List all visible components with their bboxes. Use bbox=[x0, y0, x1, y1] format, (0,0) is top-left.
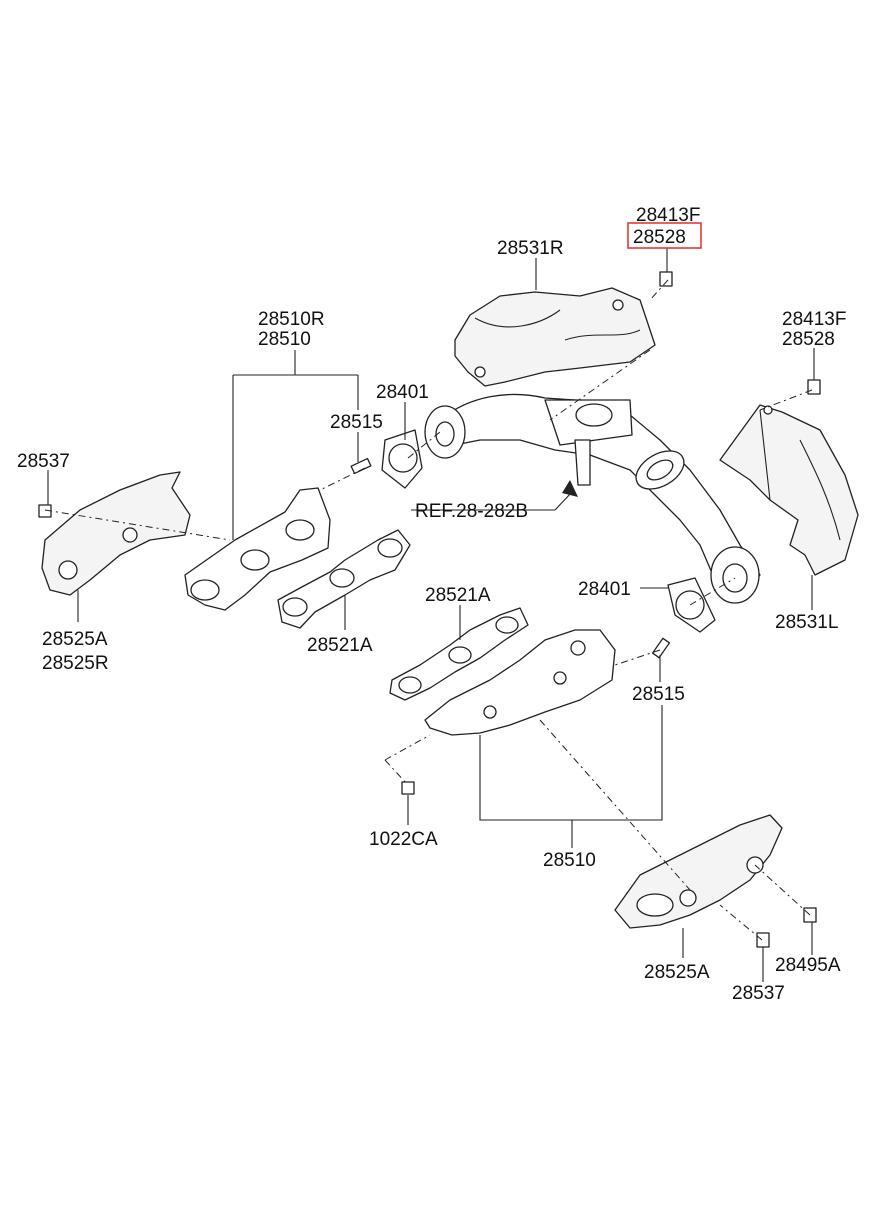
gasket-28521A-left-part bbox=[277, 529, 411, 629]
label-28515-right[interactable]: 28515 bbox=[632, 684, 685, 705]
part-labels: 28413F 28528 28531R 28413F 28528 28510R … bbox=[17, 205, 846, 1004]
bolt-28528-top bbox=[659, 271, 673, 287]
label-28413F-right[interactable]: 28413F bbox=[782, 309, 846, 330]
label-28401-right[interactable]: 28401 bbox=[578, 579, 631, 600]
label-28510R[interactable]: 28510R bbox=[258, 309, 325, 330]
label-28528-top[interactable]: 28528 bbox=[633, 227, 686, 248]
manifold-28510R-part bbox=[184, 487, 331, 611]
label-28525A-right[interactable]: 28525A bbox=[644, 962, 710, 983]
gasket-28401-upper-part bbox=[381, 429, 423, 489]
gasket-28401-right-part bbox=[667, 577, 716, 633]
label-1022CA[interactable]: 1022CA bbox=[369, 829, 438, 850]
label-28531L[interactable]: 28531L bbox=[775, 612, 838, 633]
label-28537-right[interactable]: 28537 bbox=[732, 983, 785, 1004]
manifold-28510-lower-part bbox=[424, 629, 616, 736]
gasket-28521A-center-part bbox=[389, 607, 529, 701]
label-28515-upper[interactable]: 28515 bbox=[330, 412, 383, 433]
heat-shield-28531L-part bbox=[719, 404, 859, 576]
stud-28515-right bbox=[651, 637, 671, 659]
heat-shield-28525A-right-part bbox=[614, 814, 783, 929]
heat-shield-28525A-left-part bbox=[41, 471, 191, 596]
crossover-pipe-part bbox=[424, 393, 761, 604]
label-28525R[interactable]: 28525R bbox=[42, 653, 109, 674]
assembly-guide-lines bbox=[44, 279, 813, 941]
label-28537-left[interactable]: 28537 bbox=[17, 451, 70, 472]
leader-lines bbox=[47, 248, 815, 982]
stud-28515-upper bbox=[350, 457, 372, 475]
label-28401-upper[interactable]: 28401 bbox=[376, 382, 429, 403]
label-28510-lower[interactable]: 28510 bbox=[543, 850, 596, 871]
label-28528-right[interactable]: 28528 bbox=[782, 329, 835, 350]
label-28495A[interactable]: 28495A bbox=[775, 955, 841, 976]
highlight-box-28528 bbox=[627, 222, 702, 249]
label-28525A-left[interactable]: 28525A bbox=[42, 629, 108, 650]
label-28531R[interactable]: 28531R bbox=[497, 238, 564, 259]
label-28521A-center[interactable]: 28521A bbox=[425, 585, 491, 606]
bolt-28537-right bbox=[756, 932, 770, 948]
label-ref-28-282B[interactable]: REF.28-282B bbox=[415, 501, 528, 522]
heat-shield-28531R-part bbox=[454, 287, 656, 387]
label-28510-upper[interactable]: 28510 bbox=[258, 329, 311, 350]
nut-1022CA bbox=[401, 781, 415, 795]
label-28521A-lower-left[interactable]: 28521A bbox=[307, 635, 373, 656]
label-28413F-top[interactable]: 28413F bbox=[636, 205, 700, 226]
bolt-28528-right bbox=[807, 379, 821, 395]
